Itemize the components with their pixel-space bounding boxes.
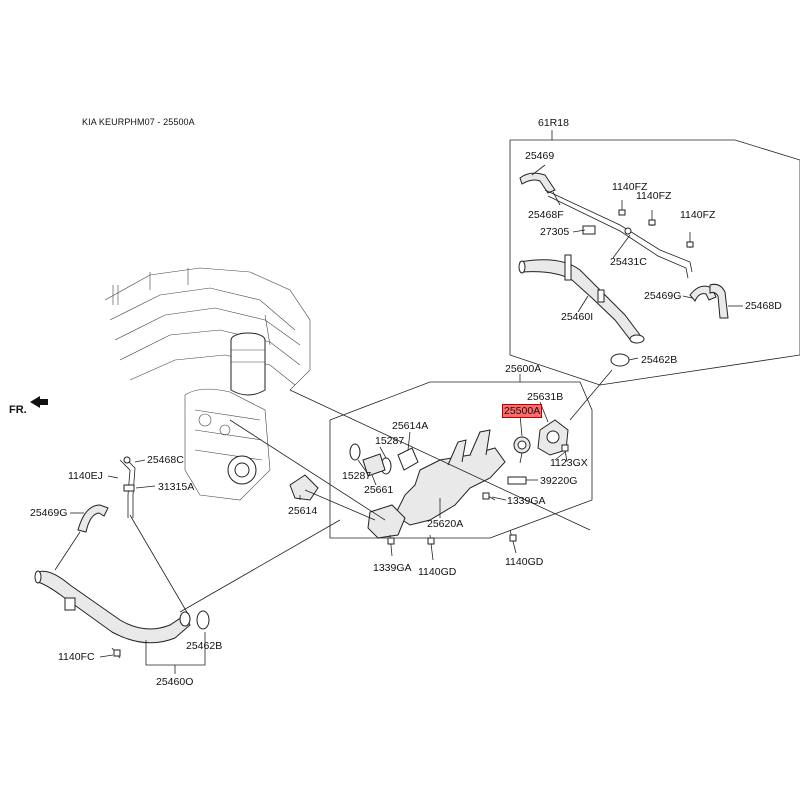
- lower-left-pipe-parts: [34, 456, 341, 674]
- arrow-left-icon: [30, 396, 48, 408]
- part-label-25468C[interactable]: 25468C: [147, 454, 184, 466]
- part-label-1140FZ[interactable]: 1140FZ: [680, 209, 716, 221]
- part-label-1140GD[interactable]: 1140GD: [418, 566, 457, 578]
- part-label-25431C[interactable]: 25431C: [610, 256, 647, 268]
- part-label-25614A[interactable]: 25614A: [392, 420, 429, 432]
- part-label-25462B[interactable]: 25462B: [186, 640, 223, 652]
- part-label-1140EJ[interactable]: 1140EJ: [68, 470, 103, 482]
- part-label-25614[interactable]: 25614: [288, 505, 318, 517]
- page-title: KIA KEURPHM07 - 25500A: [82, 117, 195, 127]
- upper-right-parts: [518, 164, 743, 367]
- assembly-frame-25600A: [329, 374, 593, 539]
- part-label-25500A-highlighted[interactable]: 25500A: [501, 404, 543, 418]
- part-label-15287[interactable]: 15287: [375, 435, 405, 447]
- part-label-25469[interactable]: 25469: [525, 150, 555, 162]
- part-label-1140FZ[interactable]: 1140FZ: [636, 190, 672, 202]
- part-label-1140FC[interactable]: 1140FC: [58, 651, 95, 663]
- part-label-25620A[interactable]: 25620A: [427, 518, 464, 530]
- part-label-15287[interactable]: 15287: [342, 470, 372, 482]
- part-label-61R18[interactable]: 61R18: [538, 117, 569, 129]
- part-label-1123GX[interactable]: 1123GX: [550, 457, 588, 469]
- part-label-1140FZ[interactable]: 1140FZ: [612, 181, 648, 193]
- assembly-frame-61R18: [509, 130, 800, 386]
- part-label-25469G[interactable]: 25469G: [30, 507, 68, 519]
- engine-block-sketch: [104, 267, 311, 501]
- part-label-25468D[interactable]: 25468D: [745, 300, 782, 312]
- part-label-31315A[interactable]: 31315A: [158, 481, 195, 493]
- part-label-25600A[interactable]: 25600A: [505, 363, 542, 375]
- part-label-25469G[interactable]: 25469G: [644, 290, 682, 302]
- part-label-1339GA[interactable]: 1339GA: [507, 495, 546, 507]
- part-label-39220G[interactable]: 39220G: [540, 475, 578, 487]
- part-label-27305[interactable]: 27305: [540, 226, 570, 238]
- part-label-25460O[interactable]: 25460O: [156, 676, 194, 688]
- part-label-25468F[interactable]: 25468F: [528, 209, 564, 221]
- part-label-1140GD[interactable]: 1140GD: [505, 556, 544, 568]
- part-label-25462B[interactable]: 25462B: [641, 354, 678, 366]
- part-label-25631B[interactable]: 25631B: [527, 391, 564, 403]
- part-label-25460I[interactable]: 25460I: [561, 311, 594, 323]
- part-label-1339GA[interactable]: 1339GA: [373, 562, 412, 574]
- thermostat-housing-parts: [229, 369, 613, 561]
- part-label-25661[interactable]: 25661: [364, 484, 394, 496]
- direction-label: FR.: [9, 404, 27, 416]
